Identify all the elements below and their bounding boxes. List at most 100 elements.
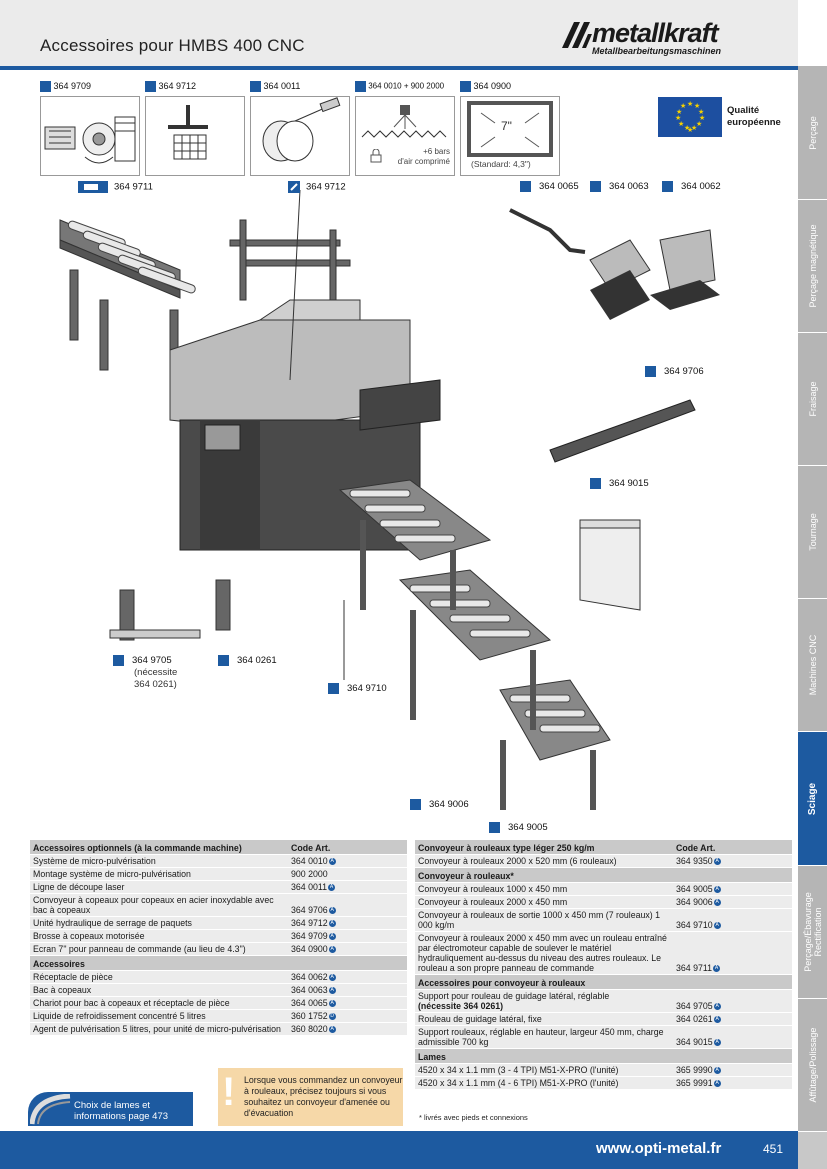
screen-icon <box>467 101 553 157</box>
eu-flag-icon: ★★★★ ★★★★ ★★★★ <box>658 97 722 137</box>
svg-text:★: ★ <box>696 120 702 128</box>
svg-text:★: ★ <box>676 108 682 116</box>
code-marker-icon <box>40 81 51 93</box>
table-row: Support rouleaux, réglable en hauteur, l… <box>415 1025 792 1049</box>
code-marker-icon <box>489 822 500 833</box>
code-marker-icon <box>662 181 673 192</box>
tab-affutage[interactable]: Affûtage/Polissage <box>798 999 827 1132</box>
spray-caption: +6 bars d'air comprimé <box>397 147 450 166</box>
code-marker-icon <box>218 655 229 666</box>
code-marker-icon <box>590 181 601 192</box>
table-header: Accessoires optionnels (à la commande ma… <box>30 840 407 855</box>
table-row: 4520 x 34 x 1.1 mm (4 - 6 TPI) M51-X-PRO… <box>415 1076 792 1090</box>
optional-accessories-table: Accessoires optionnels (à la commande ma… <box>30 840 407 1036</box>
micro-spray-icon <box>361 105 447 138</box>
svg-text:★: ★ <box>699 114 705 122</box>
table-section-header: Accessoires <box>30 955 407 971</box>
table-row: Convoyeur à copeaux pour copeaux en acie… <box>30 893 407 917</box>
page-header <box>0 0 798 66</box>
box-code-9709: 364 9709 <box>40 81 91 93</box>
order-note-text: Lorsque vous commandez un convoyeur à ro… <box>244 1075 403 1118</box>
brand-name: metallkraft <box>592 18 719 48</box>
table-row: Liquide de refroidissement concentré 5 l… <box>30 1009 407 1023</box>
bandsaw-blade-icon <box>30 1094 71 1125</box>
box-code-0010: 364 0010 + 900 2000 <box>355 81 444 92</box>
tab-percage-ebavurage[interactable]: Perçage/Ébavurage Rectification <box>798 866 827 999</box>
screen-size: 7" <box>501 119 512 133</box>
code-marker-icon <box>355 81 366 92</box>
table-row: 4520 x 34 x 1.1 mm (3 - 4 TPI) M51-X-PRO… <box>415 1063 792 1077</box>
table-section-header: Convoyeur à rouleaux* <box>415 867 792 883</box>
callout-0062: 364 0062 <box>662 181 721 192</box>
callout-9706: 364 9706 <box>645 366 704 377</box>
accessory-box-brush <box>40 96 140 176</box>
box-code-0011: 364 0011 <box>250 81 300 93</box>
website-link[interactable]: www.opti-metal.fr <box>596 1140 722 1157</box>
pencil-icon <box>288 181 300 193</box>
machine-illustration <box>59 189 720 810</box>
table-footnote: * livrés avec pieds et connexions <box>419 1113 528 1122</box>
screen-caption: (Standard: 4,3") <box>471 159 531 169</box>
brand-subtitle: Metallbearbeitungsmaschinen <box>592 46 722 56</box>
warning-icon: ! <box>222 1070 236 1114</box>
table-section-header: Accessoires pour convoyeur à rouleaux <box>415 974 792 990</box>
code-marker-icon <box>145 81 156 93</box>
laser-line-icon <box>262 97 341 162</box>
callout-9710: 364 9710 <box>328 683 387 694</box>
svg-text:★: ★ <box>687 126 693 134</box>
lock-icon <box>370 149 382 163</box>
box-code-0900: 364 0900 <box>460 81 511 93</box>
code-marker-icon <box>520 181 531 192</box>
table-section-header: Lames <box>415 1048 792 1064</box>
svg-text:★: ★ <box>680 102 686 110</box>
callout-9005: 364 9005 <box>489 822 548 833</box>
table-row: Convoyeur à rouleaux 2000 x 450 mm avec … <box>415 931 792 975</box>
table-row: Support pour rouleau de guidage latéral,… <box>415 989 792 1013</box>
accessory-box-screen: 7" (Standard: 4,3") <box>460 96 560 176</box>
table-row: Ecran 7" pour panneau de commande (au li… <box>30 942 407 956</box>
roller-conveyor-table: Convoyeur à rouleaux type léger 250 kg/m… <box>415 840 792 1090</box>
table-header: Convoyeur à rouleaux type léger 250 kg/m… <box>415 840 792 855</box>
svg-text:★: ★ <box>684 124 690 132</box>
control-panel-icon <box>78 181 108 193</box>
tab-tournage[interactable]: Tournage <box>798 466 827 599</box>
page-title: Accessoires pour HMBS 400 CNC <box>40 36 305 55</box>
page-number: 451 <box>763 1142 784 1156</box>
svg-text:★: ★ <box>678 120 684 128</box>
callout-9006: 364 9006 <box>410 799 469 810</box>
table-row: Convoyeur à rouleaux 2000 x 520 mm (6 ro… <box>415 854 792 868</box>
svg-text:★: ★ <box>675 114 681 122</box>
order-note <box>218 1068 403 1126</box>
tab-machines-cnc[interactable]: Machines CNC <box>798 599 827 732</box>
tab-fraisage[interactable]: Fraisage <box>798 333 827 466</box>
callout-0261: 364 0261 <box>218 655 277 666</box>
tab-percage[interactable]: Perçage <box>798 66 827 200</box>
code-marker-icon <box>645 366 656 377</box>
chip-brush-icon <box>44 116 136 164</box>
code-marker-icon <box>460 81 471 93</box>
callout-0065: 364 0065 <box>520 181 579 192</box>
accessory-box-laser <box>250 96 350 176</box>
bundle-clamp-icon <box>168 105 208 160</box>
tab-percage-magnetique[interactable]: Perçage magnétique <box>798 200 827 333</box>
accessory-box-spray: +6 bars d'air comprimé <box>355 96 455 176</box>
svg-text:★: ★ <box>691 124 697 132</box>
code-marker-icon <box>113 655 124 666</box>
table-row: Convoyeur à rouleaux de sortie 1000 x 45… <box>415 908 792 932</box>
tab-sciage[interactable]: Sciage <box>798 732 827 866</box>
box-code-9712: 364 9712 <box>145 81 196 93</box>
callout-9015: 364 9015 <box>590 478 649 489</box>
brand-logo-icon <box>562 22 592 48</box>
section-tabs: Perçage Perçage magnétique Fraisage Tour… <box>798 66 827 1169</box>
